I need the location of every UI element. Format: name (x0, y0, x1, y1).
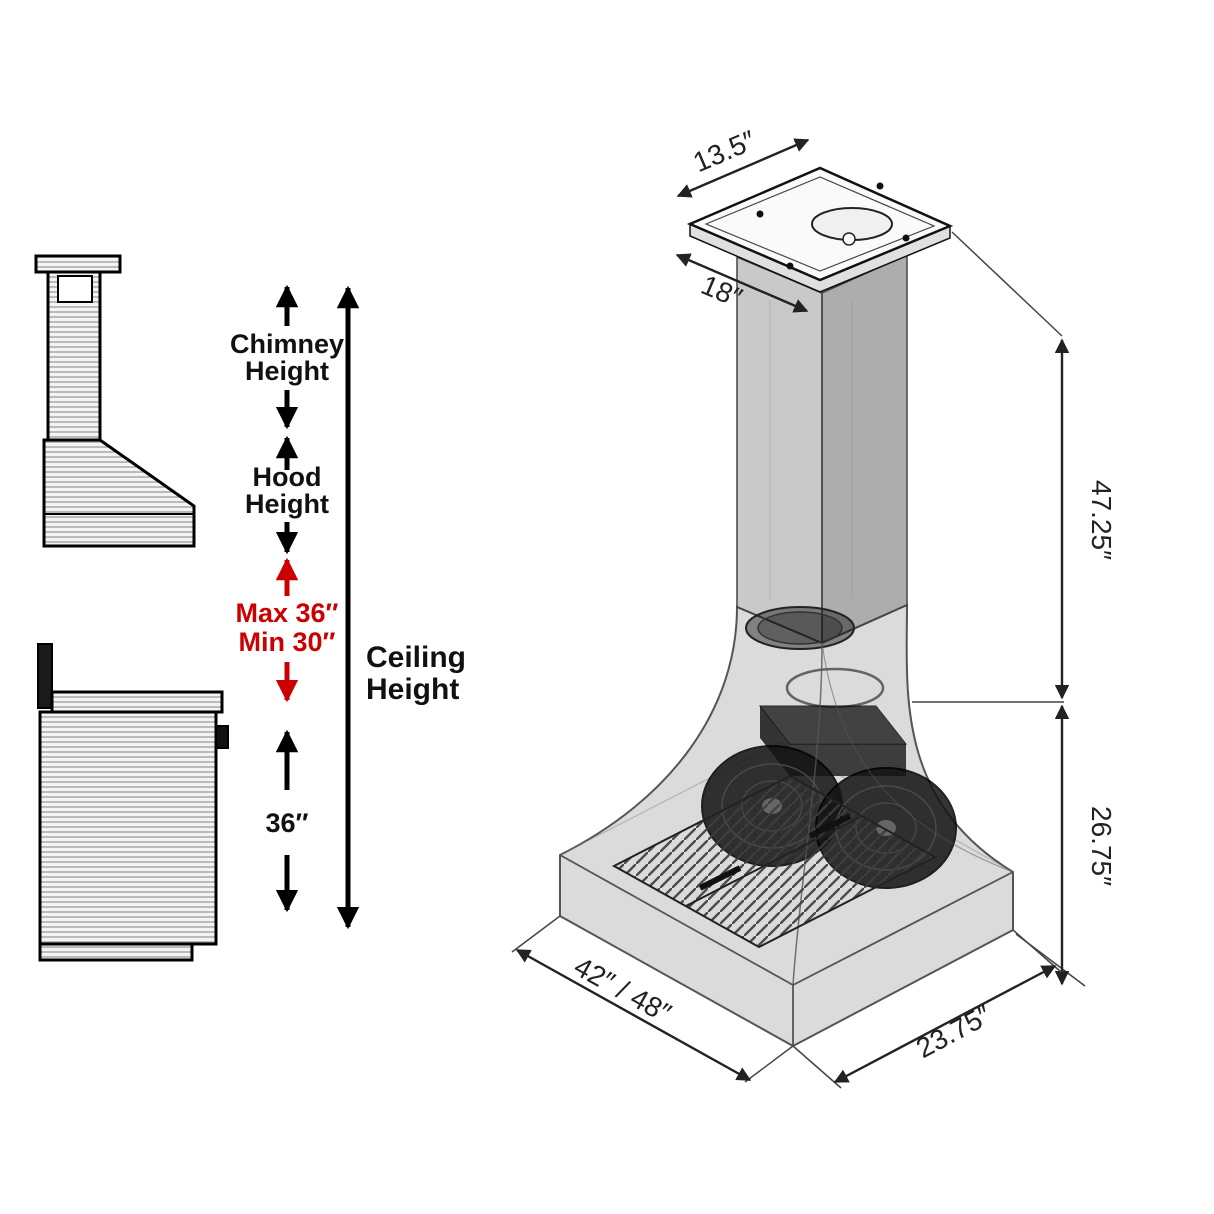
range-to-hood-label: 36″ (266, 808, 309, 838)
ceiling-mount-plate (686, 166, 954, 293)
hood-canopy-profile (42, 438, 196, 548)
hood-body-profile (38, 710, 218, 946)
hood-top-plate (50, 690, 224, 714)
control-knob (215, 725, 229, 749)
hood-height-label-line1: Hood (253, 462, 322, 492)
isometric-hood-drawing: 13.5″ 18″ 47.25″ 26.75″ 42″ / 48″ (511, 124, 1117, 1089)
dimension-line (515, 948, 752, 1082)
dimension-line (675, 253, 809, 313)
duct-hole-notch (842, 232, 856, 246)
chimney-left-face (736, 255, 823, 645)
mount-flange (37, 643, 53, 709)
extension-line (951, 231, 1063, 337)
bolt-hole (786, 262, 794, 270)
min-height-label: Min 30″ (239, 627, 336, 657)
bolt-hole (756, 210, 764, 218)
hood-bottom-lip (38, 942, 194, 962)
baffle-filters (611, 774, 938, 949)
side-view-wall-hood (34, 254, 196, 548)
dimension-text-23-75: 23.75″ (911, 999, 996, 1064)
dimension-text-26-75: 26.75″ (1086, 806, 1117, 886)
dimension-text-47-25: 47.25″ (1086, 480, 1117, 560)
extension-line (1012, 929, 1062, 973)
ceiling-height-label-line2: Height (366, 673, 459, 706)
dimension-text-13-5: 13.5″ (689, 124, 760, 178)
chimney-inner-flue (57, 275, 93, 303)
extension-line (511, 915, 561, 953)
chimney-cap-profile (34, 254, 122, 274)
chimney-height-label-line2: Height (245, 356, 329, 386)
baffle-divider (685, 815, 863, 907)
side-view-cabinet-hood (37, 643, 229, 962)
dimension-upper-height: 47.25″ (912, 231, 1117, 703)
baffle-handle (698, 865, 742, 891)
max-height-label: Max 36″ (236, 598, 339, 628)
baffle-handle (808, 813, 852, 839)
chimney-right-face (821, 253, 908, 645)
bolt-hole (902, 234, 910, 242)
ceiling-height-label-line1: Ceiling (366, 641, 466, 674)
flare-crease-right (821, 642, 1014, 873)
duct-collar (745, 606, 855, 650)
dimension-lower-height: 26.75″ (1015, 704, 1117, 987)
chimney-height-label-line1: Chimney (230, 329, 344, 359)
bolt-hole (876, 182, 884, 190)
hood-height-label-line2: Height (245, 489, 329, 519)
dimension-line (676, 138, 810, 198)
duct-collar-inner (757, 611, 843, 645)
extension-line (744, 1045, 794, 1083)
extension-line (792, 1045, 842, 1089)
dimension-line (833, 964, 1057, 1084)
